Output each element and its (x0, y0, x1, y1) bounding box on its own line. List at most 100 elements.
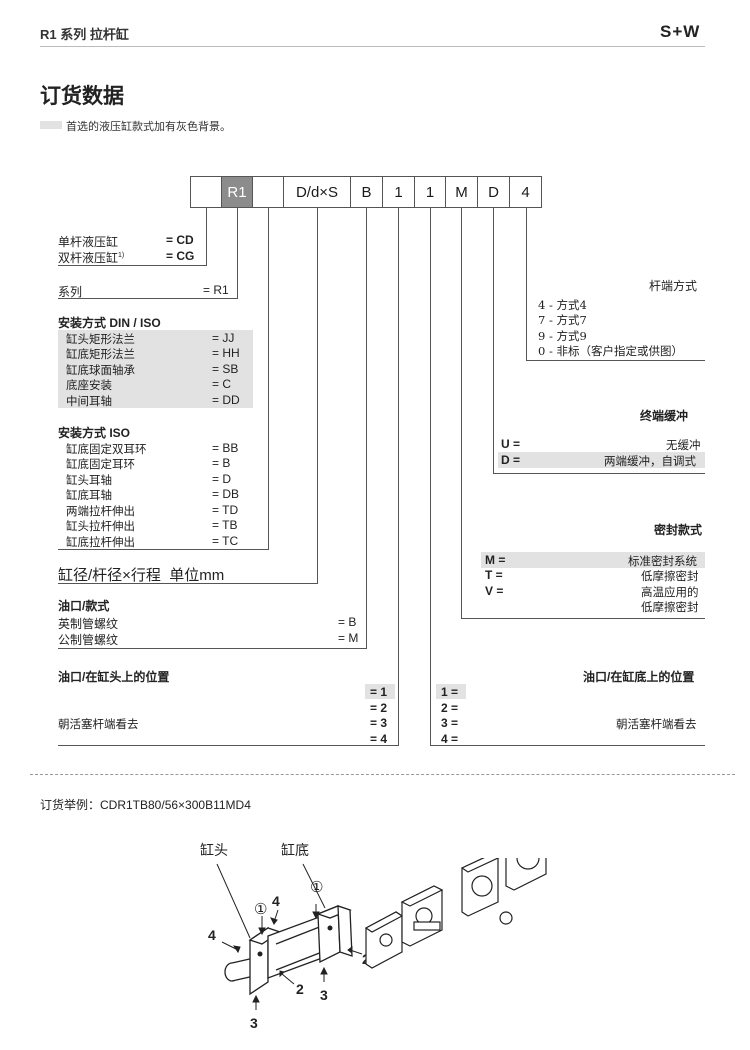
code-box-type (190, 176, 222, 208)
port-head-shade (365, 684, 395, 699)
mount-din-code: = C (212, 377, 232, 391)
cushion-shade (498, 452, 705, 468)
type-double-code: = CG (166, 249, 195, 263)
rod-end-item: 4 - 方式4 (538, 298, 587, 312)
mount-din-shade (58, 330, 253, 408)
rod-end-item: 0 - 非标（客户指定或供图） (538, 344, 684, 358)
port-type-item: 英制管螺纹 (58, 617, 119, 631)
seal-code: V = (485, 584, 504, 598)
connector-bore-h (58, 583, 318, 584)
code-box-cushion: D (477, 176, 510, 208)
order-example: 订货举例：CDR1TB80/56×300B11MD4 (40, 798, 251, 812)
mount-iso-item: 缸底固定双耳环 (66, 442, 147, 456)
code-box-bore: D/d×S (283, 176, 351, 208)
code-box-port-type: B (350, 176, 383, 208)
connector-mount-h (58, 549, 269, 550)
cylinder-diagram: ① ① 4 4 2 2 3 3 (208, 858, 547, 1031)
seal-label: 低摩擦密封 (641, 600, 699, 614)
code-box-mount (252, 176, 284, 208)
mount-iso-item: 缸底耳轴 (66, 488, 112, 502)
number-label: 4 (272, 893, 280, 909)
mount-din-item: 缸头矩形法兰 (66, 332, 135, 346)
circled-one-base: ① (310, 878, 323, 896)
base-label: 缸底 (281, 843, 309, 859)
connector-port-head (398, 208, 399, 745)
seal-title: 密封款式 (654, 523, 703, 537)
bore-stroke-label: 缸径/杆径×行程 单位mm (58, 567, 225, 584)
rod-end-item: 9 - 方式9 (538, 329, 587, 343)
preferred-note: 首选的液压缸款式加有灰色背景。 (66, 120, 231, 133)
mount-iso-title: 安装方式 ISO (58, 426, 131, 440)
mount-iso-code: = D (212, 472, 232, 486)
number-label: 2 (296, 981, 304, 997)
port-base-code: 3 = (441, 716, 459, 730)
port-type-item: 公制管螺纹 (58, 633, 119, 647)
header-divider (40, 46, 705, 47)
mount-din-code: = JJ (212, 331, 235, 345)
connector-type-h (58, 265, 207, 266)
mount-iso-item: 缸头耳轴 (66, 473, 112, 487)
code-box-rod-end: 4 (509, 176, 542, 208)
connector-seal (461, 208, 462, 618)
series-label: 系列 (58, 285, 83, 299)
port-base-title: 油口/在缸底上的位置 (583, 670, 695, 684)
seal-code: M = (485, 553, 506, 567)
mount-din-item: 底座安装 (66, 378, 112, 392)
mount-iso-code: = TB (212, 518, 238, 532)
port-head-hint: 朝活塞杆端看去 (58, 717, 139, 731)
type-double-label: 双杆液压缸1) (58, 251, 125, 265)
mount-din-item: 缸底矩形法兰 (66, 347, 135, 361)
connector-port-base-h (430, 745, 705, 746)
port-head-title: 油口/在缸头上的位置 (58, 670, 170, 684)
type-single-code: = CD (166, 233, 194, 247)
gray-swatch (40, 121, 62, 129)
port-icon (257, 951, 263, 957)
seal-shade (481, 552, 705, 568)
port-base-hint: 朝活塞杆端看去 (616, 717, 697, 731)
mount-iso-code: = TD (212, 503, 239, 517)
port-base-shade (436, 684, 466, 699)
port-icon (327, 925, 333, 931)
port-base-code: 4 = (441, 732, 459, 746)
port-head-code: = 3 (370, 716, 388, 730)
port-type-code: = M (338, 631, 359, 645)
code-box-series: R1 (221, 176, 253, 208)
mount-iso-code: = BB (212, 441, 239, 455)
mount-din-code: = SB (212, 362, 239, 376)
leader-line-head (216, 863, 251, 939)
port-type-title: 油口/款式 (58, 599, 110, 613)
mount-iso-code: = TC (212, 534, 239, 548)
mount-iso-code: = B (212, 456, 231, 470)
mount-iso-item: 缸头拉杆伸出 (66, 519, 135, 533)
head-label: 缸头 (200, 843, 228, 859)
arrow-icons (221, 904, 363, 1010)
connector-seal-h (461, 618, 705, 619)
connector-rod-end-h (526, 360, 705, 361)
mount-iso-item: 两端拉杆伸出 (66, 504, 135, 518)
seal-label: 高温应用的 (641, 585, 699, 599)
mount-din-code: = DD (212, 393, 240, 407)
connector-port-head-h (58, 745, 399, 746)
code-box-port-base: 1 (414, 176, 446, 208)
mount-iso-item: 缸底拉杆伸出 (66, 535, 135, 549)
cushion-label: 无缓冲 (666, 438, 701, 452)
mounting-accessories-icon (364, 858, 547, 969)
cushion-code: D = (501, 453, 521, 467)
connector-series (237, 208, 238, 298)
mount-iso-item: 缸底固定耳环 (66, 457, 135, 471)
rod-end-title: 杆端方式 (649, 279, 698, 293)
number-label: 3 (320, 987, 328, 1003)
seal-label: 标准密封系统 (628, 554, 697, 568)
rod-end-item: 7 - 方式7 (538, 313, 587, 327)
mount-din-title: 安装方式 DIN / ISO (58, 316, 161, 330)
cushion-title: 终端缓冲 (640, 409, 689, 423)
connector-rod-end (526, 208, 527, 360)
connector-series-h (58, 298, 238, 299)
connector-type (206, 208, 207, 265)
number-label: 3 (250, 1015, 258, 1031)
seal-code: T = (485, 568, 503, 582)
connector-port-base (430, 208, 431, 745)
connector-cushion (493, 208, 494, 473)
circled-one-head: ① (254, 900, 267, 918)
connector-cushion-h (493, 473, 705, 474)
